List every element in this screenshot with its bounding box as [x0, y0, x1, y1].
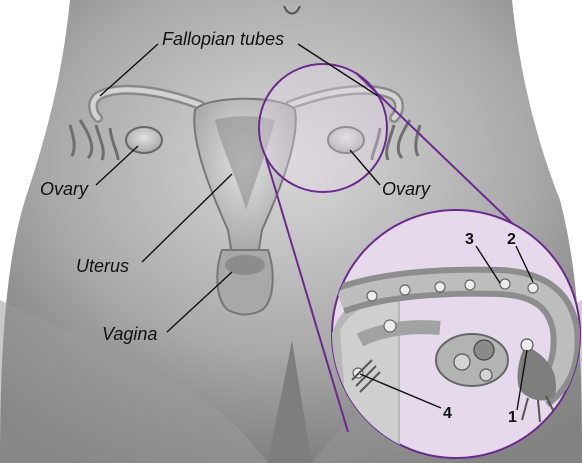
label-uterus: Uterus: [76, 257, 129, 275]
callout-number-1: 1: [508, 410, 517, 426]
label-fallopian-tubes: Fallopian tubes: [162, 30, 284, 48]
label-ovary-left: Ovary: [40, 180, 88, 198]
label-ovary-right: Ovary: [382, 180, 430, 198]
label-vagina: Vagina: [102, 325, 157, 343]
callout-number-2: 2: [507, 232, 516, 248]
callout-number-4: 4: [443, 406, 452, 422]
callout-number-3: 3: [465, 232, 474, 248]
left-ovary: [126, 127, 162, 153]
